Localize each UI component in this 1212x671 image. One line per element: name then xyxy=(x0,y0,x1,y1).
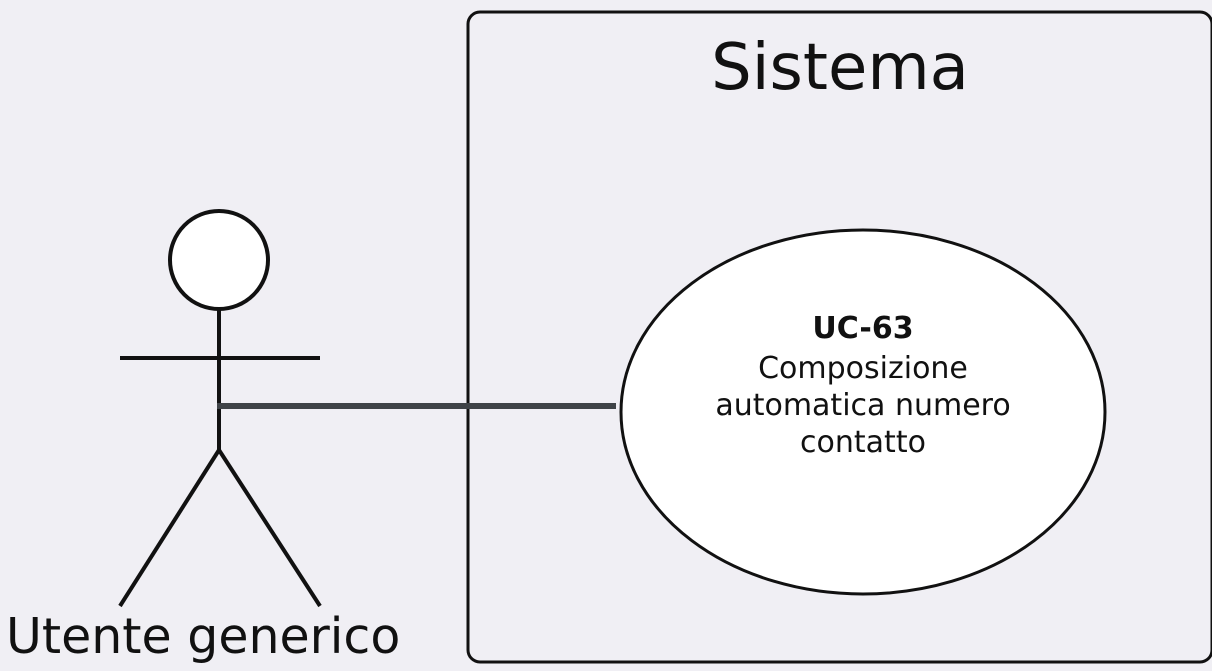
actor-head xyxy=(168,209,270,311)
use-case-label: UC-63 Composizione automatica numero con… xyxy=(622,308,1104,461)
use-case-id: UC-63 xyxy=(812,311,914,346)
use-case-ellipse[interactable] xyxy=(619,228,1107,596)
system-boundary[interactable] xyxy=(466,10,1212,664)
actor-left-leg xyxy=(118,448,221,608)
actor-figure[interactable] xyxy=(118,209,322,608)
actor-name: Utente generico xyxy=(6,608,401,665)
actor-right-leg xyxy=(217,448,322,608)
use-case-name: Composizione automatica numero contatto xyxy=(715,351,1011,460)
system-title: Sistema xyxy=(711,31,969,105)
